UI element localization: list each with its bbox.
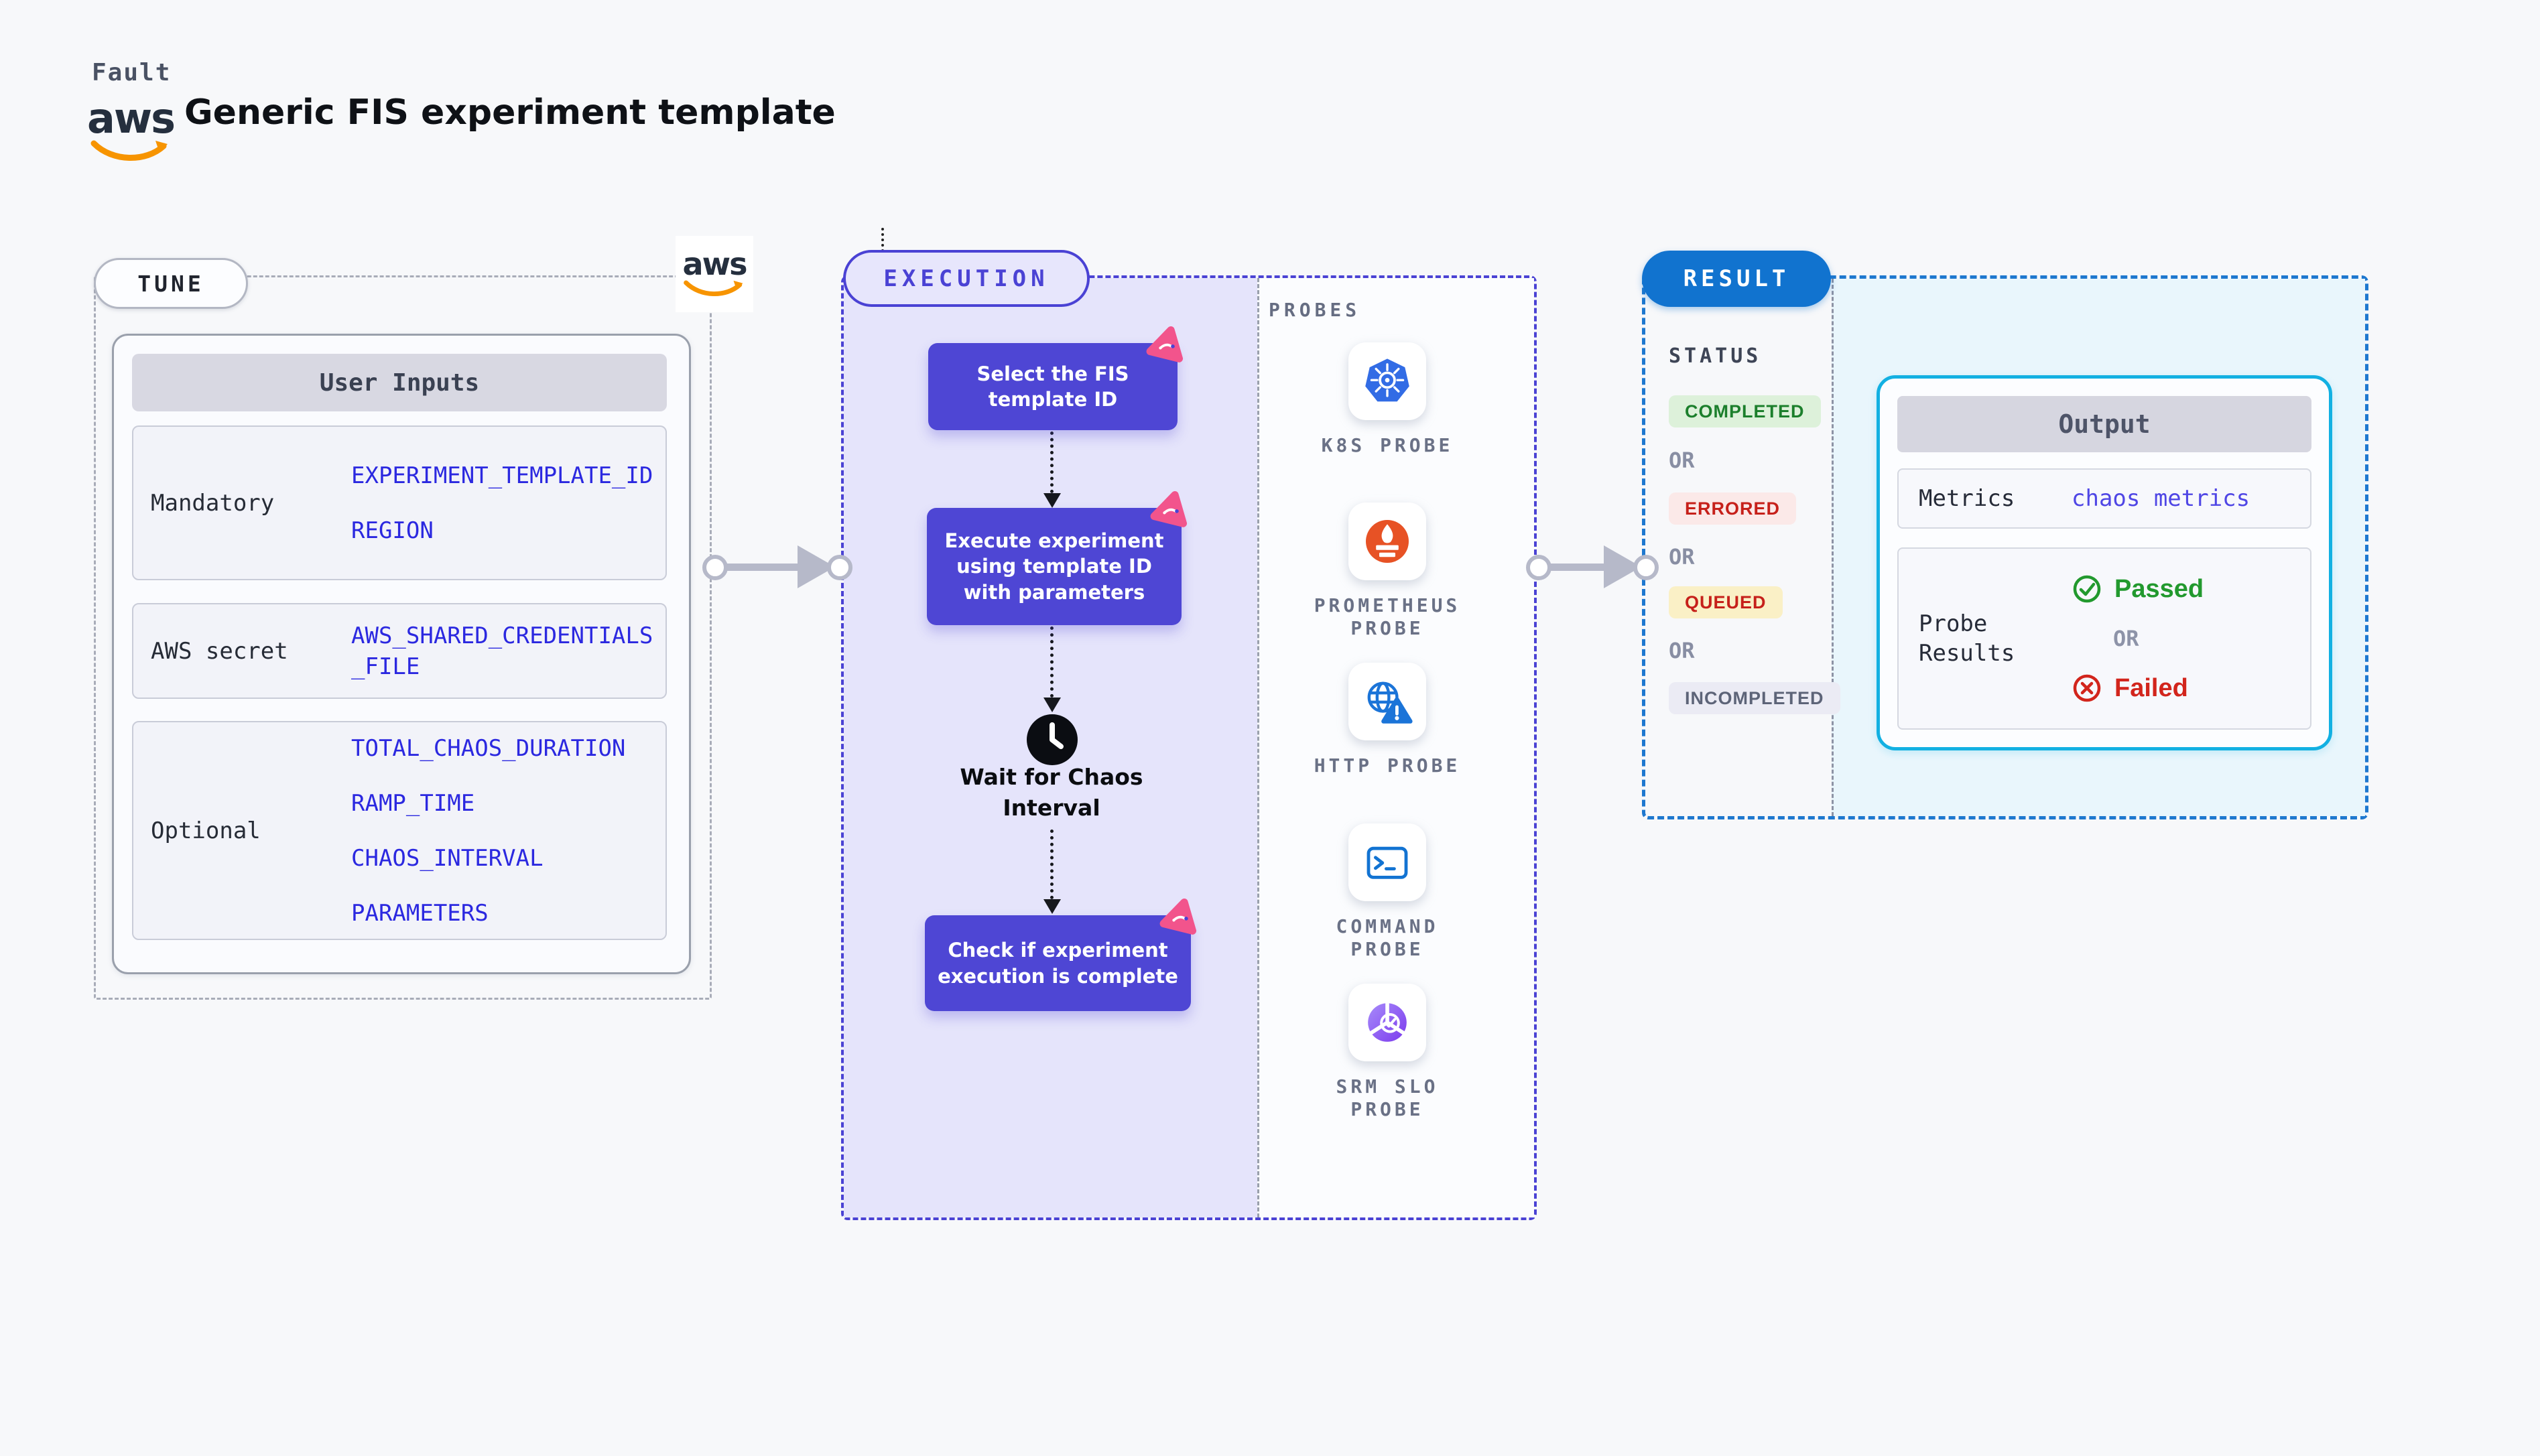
aws-logo-text: aws [682,246,748,282]
status-badge-completed: COMPLETED [1669,395,1821,427]
probe-card-command [1348,823,1426,901]
tune-aws-logo: aws [676,236,753,312]
probe-card-prometheus [1348,503,1426,580]
probe-card-http [1348,663,1426,740]
table-row-optional: Optional TOTAL_CHAOS_DURATION RAMP_TIME … [132,721,667,940]
clock-icon [1027,714,1078,765]
step-label: Check if experiment execution is complet… [938,939,1178,988]
execution-incoming-edge [881,228,884,252]
aws-logo: aws [86,94,176,165]
probe-results-label: Probe Results [1919,610,2015,667]
aws-smile-icon [90,140,168,161]
probe-card-k8s [1348,342,1426,420]
result-section-label: RESULT [1683,265,1790,292]
result-section-pill: RESULT [1642,251,1831,307]
row-label: Mandatory [151,489,275,517]
probe-label: K8S PROBE [1321,434,1454,456]
input-variable: PARAMETERS [351,899,489,927]
status-title: STATUS [1669,344,1762,368]
step-check-complete: Check if experiment execution is complet… [925,898,1197,1011]
flow-edge-arrowhead [1043,493,1061,508]
execution-to-result-arrow [1526,536,1667,598]
flow-edge [1050,432,1054,493]
metrics-label: Metrics [1919,485,2015,512]
input-variable: REGION [351,517,434,544]
result-divider [1832,279,1834,816]
step-select-template: Select the FIS template ID [928,326,1184,430]
probe-label: SRM SLO PROBE [1336,1075,1439,1120]
status-badge-incompleted: INCOMPLETED [1669,682,1840,714]
execution-section-pill: EXECUTION [843,250,1090,307]
or-label: OR [2113,626,2139,651]
probe-result-failed: Failed [2072,673,2310,704]
row-label: Optional [151,817,261,844]
output-row-metrics: Metrics chaos metrics [1897,468,2311,529]
globe-warning-icon [1367,681,1413,724]
terminal-icon [1367,846,1408,879]
input-variable: AWS_SHARED_CREDENTIALS_FILE [351,622,653,680]
input-variable: TOTAL_CHAOS_DURATION [351,734,626,762]
probe-card-srm-slo [1348,984,1426,1061]
tune-container [94,275,712,1000]
or-label: OR [1669,544,1695,570]
flow-edge [1050,626,1054,698]
flow-edge-arrowhead [1043,698,1061,712]
table-row-mandatory: Mandatory EXPERIMENT_TEMPLATE_ID REGION [132,425,667,580]
check-circle-icon [2073,575,2101,603]
aws-smile-icon [684,280,743,297]
probes-column-title: PROBES [1269,299,1361,321]
or-label: OR [1669,638,1695,663]
probe-label: PROMETHEUS PROBE [1314,594,1461,639]
status-badge-queued: QUEUED [1669,586,1783,618]
tune-section-label: TUNE [137,270,204,297]
row-label: AWS secret [151,637,288,665]
output-header: Output [1897,396,2311,452]
step-label: Select the FIS template ID [976,362,1129,411]
status-badge-errored: ERRORED [1669,492,1797,525]
flow-edge-arrowhead [1043,899,1061,914]
table-row-aws-secret: AWS secret AWS_SHARED_CREDENTIALS_FILE [132,603,667,699]
metrics-value: chaos metrics [2072,485,2250,512]
aws-logo-text: aws [86,94,176,143]
chaos-experiment-icon [1159,898,1197,935]
probe-result-passed: Passed [2072,574,2310,604]
execution-section-label: EXECUTION [883,265,1050,292]
x-circle-icon [2073,674,2101,702]
input-variable: CHAOS_INTERVAL [351,844,544,872]
probes-divider [1257,278,1259,1217]
step-label: Execute experiment using template ID wit… [944,529,1164,604]
page-title: Generic FIS experiment template [184,92,836,133]
step-execute-experiment: Execute experiment using template ID wit… [927,490,1188,625]
or-label: OR [1669,448,1695,473]
step-wait-chaos-interval: Wait for Chaos Interval [960,764,1143,821]
output-box: Output Metrics chaos metrics Probe Resul… [1877,375,2332,750]
tune-to-execution-arrow [702,536,852,598]
output-row-probe-results: Probe Results Passed OR Failed [1897,547,2311,730]
chaos-experiment-icon [1150,490,1188,527]
prometheus-icon [1366,520,1409,563]
tune-section-pill: TUNE [94,258,248,309]
chaos-experiment-icon [1146,326,1184,362]
input-variable: EXPERIMENT_TEMPLATE_ID [351,462,653,489]
probe-label: HTTP PROBE [1314,754,1461,777]
user-inputs-header: User Inputs [132,354,667,411]
probe-label: COMMAND PROBE [1336,915,1439,960]
kubernetes-icon [1365,358,1409,402]
flow-edge [1050,830,1054,899]
input-variable: RAMP_TIME [351,789,475,817]
slo-pie-check-icon [1368,1001,1407,1042]
brand-label: Fault [92,59,172,86]
